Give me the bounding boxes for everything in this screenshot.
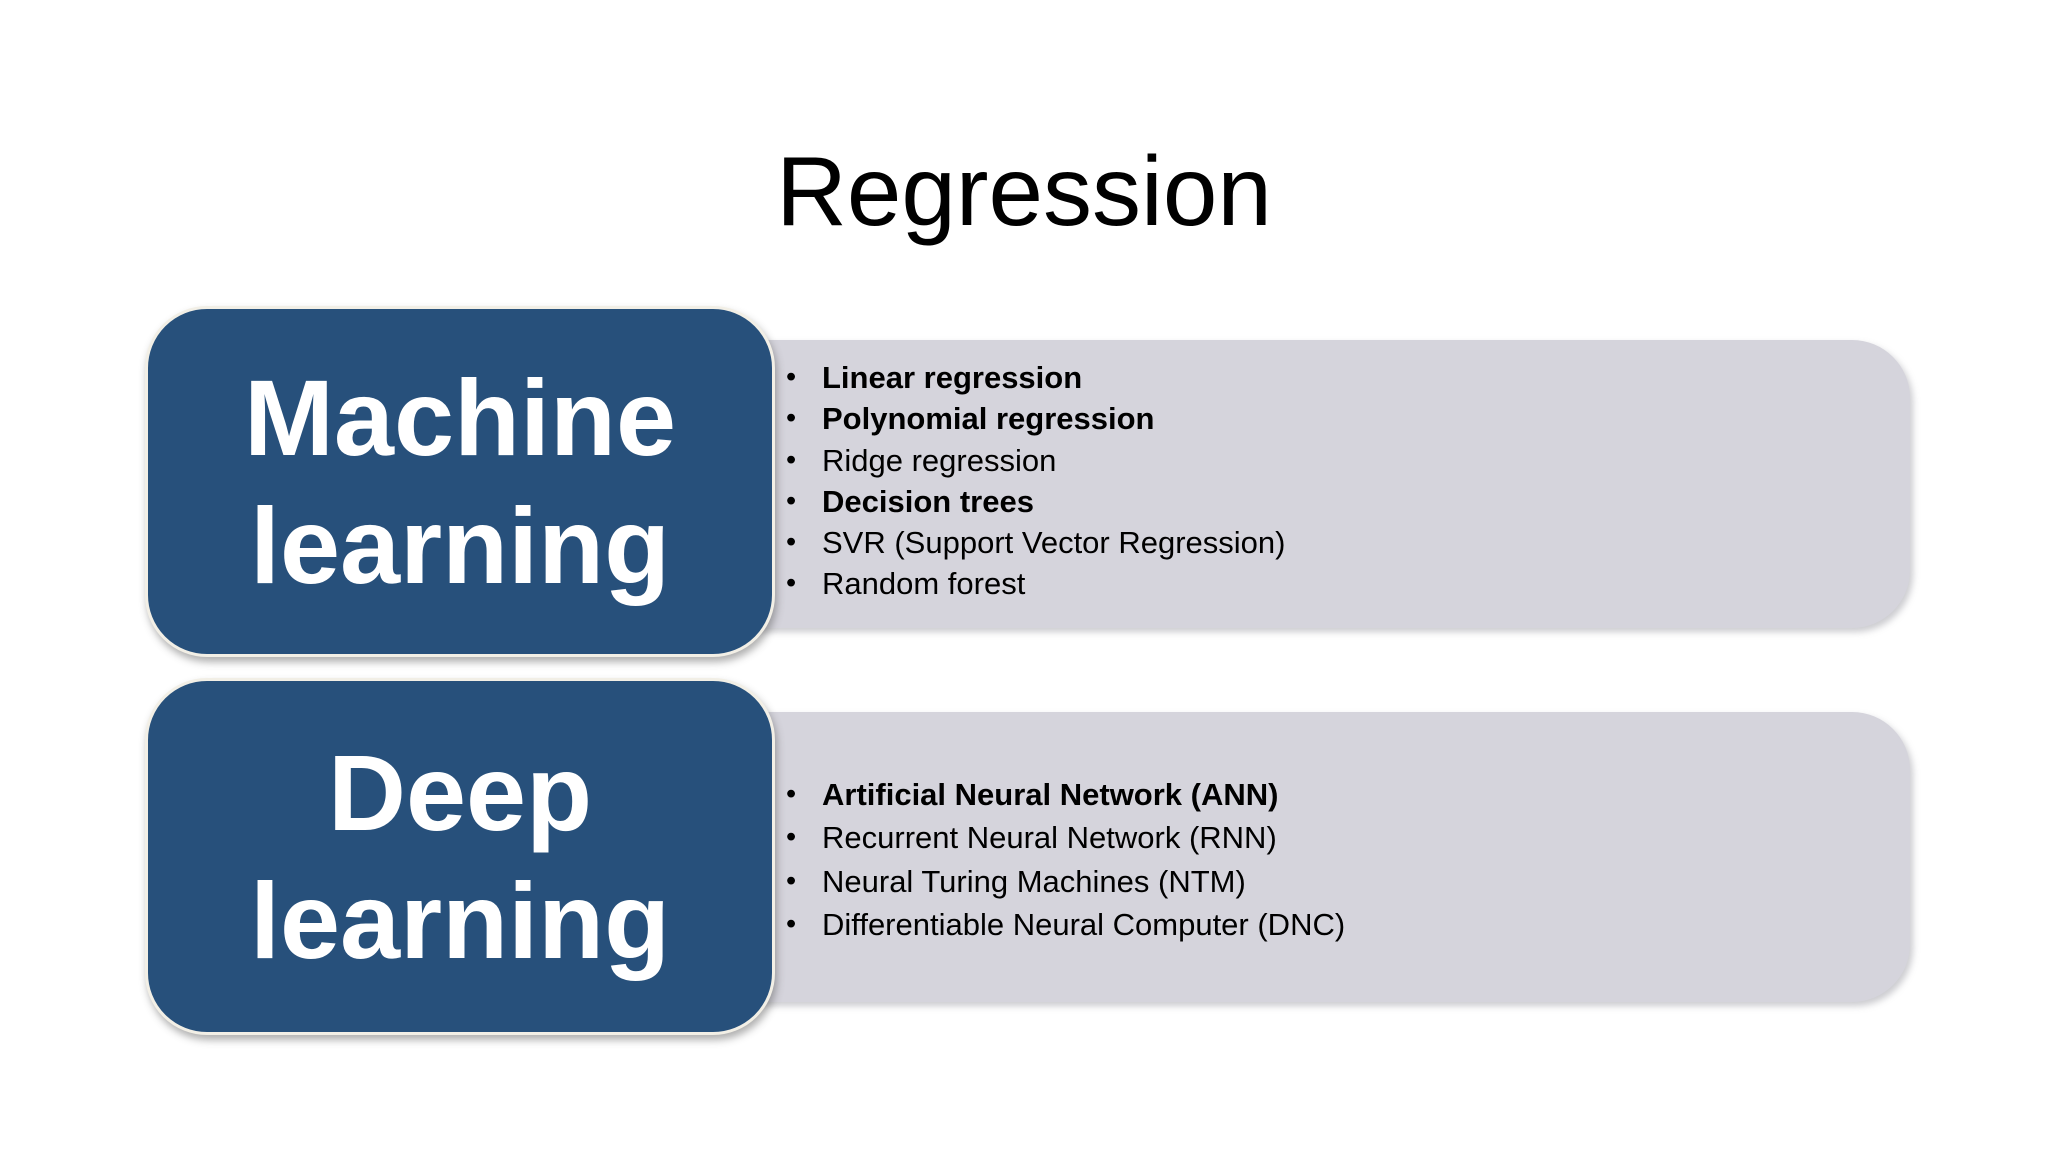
list-item: • Differentiable Neural Computer (DNC) xyxy=(786,903,1345,946)
bullet-marker: • xyxy=(786,567,797,600)
list-item: • Linear regression xyxy=(786,357,1286,398)
bullet-marker: • xyxy=(786,864,797,897)
deep-learning-category-box: Deep learning xyxy=(145,678,775,1035)
slide-title: Regression xyxy=(776,136,1272,246)
list-item: • Ridge regression xyxy=(786,440,1286,481)
bullet-marker: • xyxy=(786,484,797,517)
bullet-marker: • xyxy=(786,526,797,559)
machine-learning-item-list: • Linear regression • Polynomial regression… xyxy=(786,357,1286,605)
machine-learning-category-label: Machine learning xyxy=(243,356,677,606)
list-item: • Neural Turing Machines (NTM) xyxy=(786,860,1345,903)
list-item: • Polynomial regression xyxy=(786,398,1286,439)
list-item-text: Decision trees xyxy=(822,483,1034,519)
list-item-text: SVR (Support Vector Regression) xyxy=(822,525,1286,561)
bullet-marker: • xyxy=(786,361,797,393)
list-item: • SVR (Support Vector Regression) xyxy=(786,522,1286,563)
list-item-text: Differentiable Neural Computer (DNC) xyxy=(822,907,1346,943)
list-item-text: Neural Turing Machines (NTM) xyxy=(822,863,1246,899)
bullet-marker: • xyxy=(786,402,797,435)
deep-learning-category-label: Deep learning xyxy=(249,731,671,981)
list-item-text: Polynomial regression xyxy=(822,401,1155,437)
bullet-marker: • xyxy=(786,821,797,854)
machine-learning-category-box: Machine learning xyxy=(145,306,775,657)
list-item: • Artificial Neural Network (ANN) xyxy=(786,773,1345,816)
bullet-marker: • xyxy=(786,908,797,941)
bullet-marker: • xyxy=(786,443,797,476)
list-item-text: Recurrent Neural Network (RNN) xyxy=(822,820,1277,856)
list-item-text: Linear regression xyxy=(822,360,1083,395)
list-item: • Recurrent Neural Network (RNN) xyxy=(786,816,1345,859)
bullet-marker: • xyxy=(786,778,797,810)
list-item: • Random forest xyxy=(786,563,1286,604)
list-item-text: Ridge regression xyxy=(822,442,1057,478)
deep-learning-item-list: • Artificial Neural Network (ANN) • Recurre… xyxy=(786,773,1345,947)
list-item-text: Random forest xyxy=(822,566,1026,602)
list-item: • Decision trees xyxy=(786,481,1286,522)
list-item-text: Artificial Neural Network (ANN) xyxy=(822,777,1279,812)
